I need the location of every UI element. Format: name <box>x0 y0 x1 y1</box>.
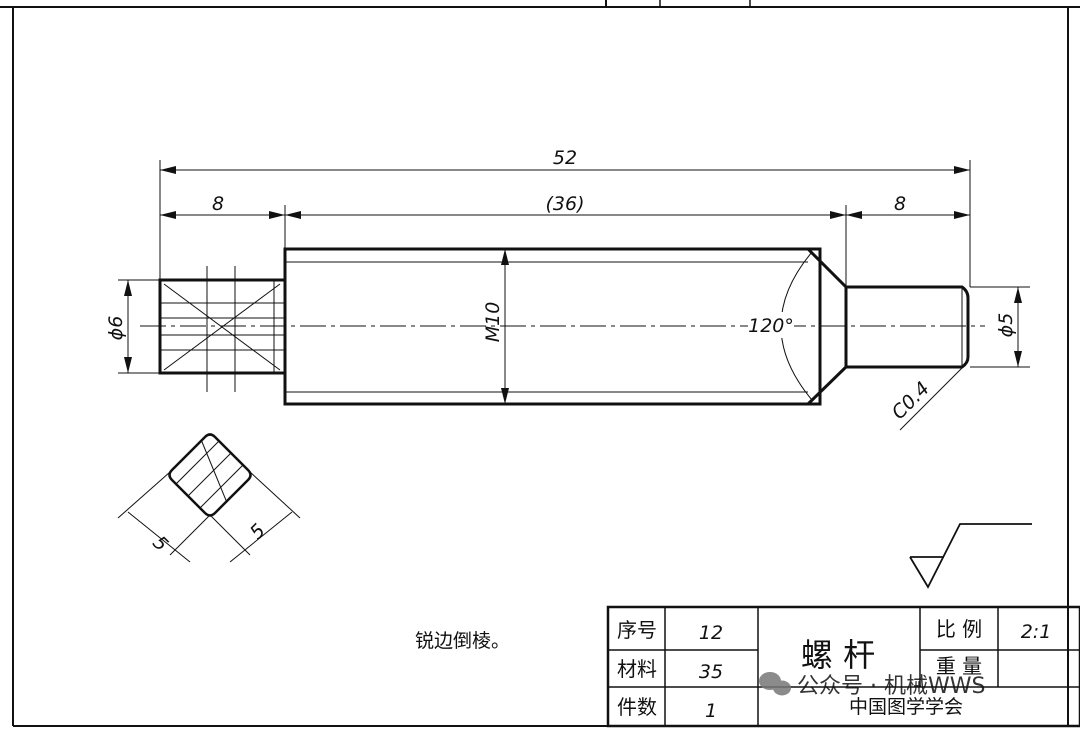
label-scale: 比 例 <box>936 617 982 641</box>
value-quantity: 1 <box>705 700 717 722</box>
value-serial-no: 12 <box>699 622 723 644</box>
surface-roughness-symbol <box>909 523 1032 589</box>
dim-cone-angle: 120° <box>748 315 794 337</box>
arrowheads <box>124 166 1022 404</box>
angle-label-bg <box>748 312 794 338</box>
dim-right-diameter: ϕ5 <box>995 313 1017 338</box>
dim-chamfer: C0.4 <box>888 378 934 424</box>
dim-overall-length: 52 <box>553 147 577 169</box>
part-name: 螺 杆 <box>801 636 875 674</box>
dim-middle-length: (36) <box>545 193 584 215</box>
wechat-icon <box>759 672 791 696</box>
title-block: 序号 材料 件数 12 35 1 螺 杆 比 例 重 量 2:1 中国图学学会 <box>606 605 1080 728</box>
organization: 中国图学学会 <box>849 696 963 718</box>
square-end <box>158 266 287 392</box>
dim-right-length: 8 <box>894 193 906 215</box>
cross-section: 5 5 <box>117 433 301 563</box>
label-serial-no: 序号 <box>617 618 657 642</box>
label-weight: 重 量 <box>936 654 982 678</box>
dim-square-side-b: 5 <box>246 520 270 544</box>
value-scale: 2:1 <box>1021 621 1052 643</box>
right-pin <box>846 285 970 369</box>
dim-square-side-a: 5 <box>148 532 172 556</box>
dim-left-diameter: ϕ6 <box>105 316 127 341</box>
value-material: 35 <box>699 661 723 683</box>
cone-tip <box>806 247 848 406</box>
dim-thread: M10 <box>482 302 504 343</box>
dim-left-length: 8 <box>212 193 224 215</box>
label-quantity: 件数 <box>617 695 657 719</box>
watermark-text: 公众号 · 机械WWS <box>797 674 985 699</box>
label-material: 材料 <box>617 657 657 681</box>
technical-note: 锐边倒棱。 <box>415 630 510 652</box>
watermark: 公众号 · 机械WWS <box>759 672 985 699</box>
